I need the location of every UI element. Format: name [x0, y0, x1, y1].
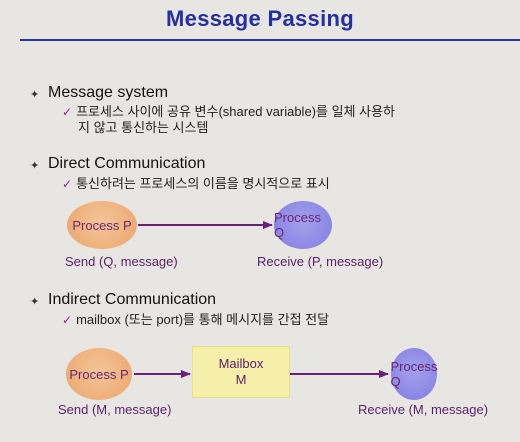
message-system-detail-line2: 지 않고 통신하는 시스템: [78, 120, 209, 135]
message-system-detail-line1: 프로세스 사이에 공유 변수(shared variable)를 일체 사용하: [76, 104, 395, 119]
mailbox-label: Mailbox: [218, 356, 264, 371]
mailbox-id: M: [235, 372, 247, 387]
diamond-bullet-icon: ✦: [30, 296, 40, 308]
indirect-communication-detail: ✓mailbox (또는 port)를 통해 메시지를 간접 전달: [62, 312, 329, 328]
mailbox-m-box: Mailbox M: [192, 346, 290, 398]
direct-send-caption: Send (Q, message): [65, 254, 178, 269]
title-underline: [20, 39, 520, 41]
indirect-detail-text: mailbox (또는 port)를 통해 메시지를 간접 전달: [76, 312, 330, 327]
direct-receive-caption: Receive (P, message): [257, 254, 384, 269]
direct-detail-text: 통신하려는 프로세스의 이름을 명시적으로 표시: [76, 176, 330, 191]
heading-indirect-communication: Indirect Communication: [48, 291, 217, 308]
direct-process-p-node: Process P: [67, 201, 137, 249]
indirect-process-q-label: Process Q: [390, 359, 438, 389]
direct-communication-detail: ✓통신하려는 프로세스의 이름을 명시적으로 표시: [62, 176, 330, 192]
heading-message-system: Message system: [48, 84, 169, 101]
checkmark-icon: ✓: [62, 177, 73, 191]
checkmark-icon: ✓: [62, 313, 73, 327]
direct-process-q-node: Process Q: [274, 201, 332, 249]
indirect-process-p-node: Process P: [66, 348, 132, 400]
message-system-detail: ✓프로세스 사이에 공유 변수(shared variable)를 일체 사용하…: [62, 104, 395, 136]
indirect-send-caption: Send (M, message): [58, 402, 172, 417]
checkmark-icon: ✓: [62, 105, 73, 119]
indirect-process-q-node: Process Q: [391, 348, 437, 400]
heading-direct-communication: Direct Communication: [48, 155, 206, 172]
indirect-process-p-label: Process P: [69, 366, 129, 382]
direct-process-q-label: Process Q: [274, 210, 321, 240]
page-title: Message Passing: [166, 6, 354, 31]
diamond-bullet-icon: ✦: [30, 160, 40, 172]
indirect-receive-caption: Receive (M, message): [358, 402, 489, 417]
direct-process-p-label: Process P: [72, 217, 132, 233]
diamond-bullet-icon: ✦: [30, 89, 40, 101]
